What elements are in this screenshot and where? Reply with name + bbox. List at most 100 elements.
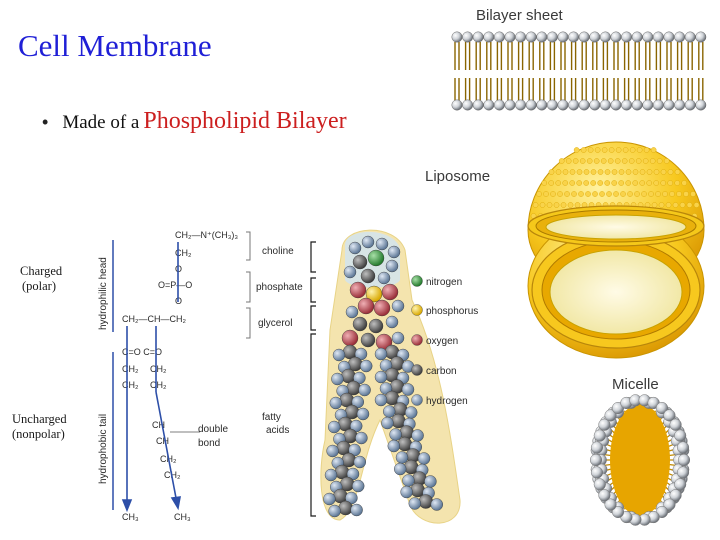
atom-H-73 — [387, 439, 400, 453]
atom-H-85 — [394, 462, 407, 476]
atom-H-89 — [324, 468, 338, 482]
atom-C-48 — [384, 390, 400, 406]
group-choline-label: choline — [262, 246, 294, 257]
atom-O-11 — [381, 283, 399, 301]
atom-H-103 — [408, 497, 421, 510]
legend-oxygen: oxygen — [426, 336, 458, 347]
atom-C-105 — [338, 500, 353, 516]
charged-label: Charged (polar) — [20, 264, 62, 294]
uncharged-line1: Uncharged — [12, 412, 67, 426]
hydrogen-swatch-icon — [411, 394, 423, 406]
atom-H-38 — [374, 370, 388, 384]
tail2-ch2-a: CH₂ — [150, 364, 167, 374]
charged-line2: (polar) — [22, 279, 57, 293]
atom-H-61 — [381, 416, 394, 430]
atom-H-82 — [353, 455, 366, 469]
atom-H-17 — [385, 315, 399, 329]
atom-C-96 — [410, 482, 425, 498]
bilayer-sheet — [451, 31, 707, 111]
atom-C-8 — [360, 268, 376, 284]
atom-C-84 — [404, 459, 419, 475]
bullet-dot: • — [42, 112, 49, 132]
ester-groups: C=O C=O — [122, 347, 162, 357]
atom-C-22 — [360, 332, 376, 348]
uncharged-line2: (nonpolar) — [12, 427, 65, 441]
hydrophobic-tail-axis-label: hydrophobic tail — [98, 414, 109, 484]
tail2-ch2-b: CH₂ — [150, 380, 167, 390]
atom-H-16 — [345, 305, 359, 319]
tail1-ch2-a: CH₂ — [122, 364, 139, 374]
atom-O-15 — [373, 299, 391, 317]
atom-H-2 — [348, 241, 362, 255]
fatty-acids-label-line2: acids — [266, 425, 289, 436]
oxygen-swatch-icon — [411, 334, 423, 346]
legend-carbon: carbon — [426, 366, 457, 377]
tail2-ch3: CH₃ — [174, 512, 191, 522]
atom-H-97 — [400, 485, 413, 499]
phospholipid-formula: hydrophilic head hydrophobic tail CH₂—N⁺… — [98, 230, 316, 522]
legend-nitrogen: nitrogen — [426, 277, 462, 288]
atom-H-92 — [424, 475, 437, 488]
atom-H-67 — [389, 428, 402, 441]
carbon-swatch-icon — [411, 364, 423, 376]
tail1-ch3: CH₃ — [122, 512, 139, 522]
tail2-ch-b: CH — [156, 436, 169, 446]
atom-H-53 — [329, 396, 342, 410]
atom-H-57 — [405, 406, 418, 419]
atom-H-65 — [328, 420, 341, 434]
atom-H-0 — [361, 235, 375, 249]
atom-H-94 — [352, 479, 365, 493]
atom-H-45 — [401, 383, 415, 396]
atom-O-20 — [341, 329, 359, 347]
phosphate-group: O=P—O — [158, 280, 192, 290]
atom-H-80 — [417, 452, 431, 465]
micelle-label: Micelle — [612, 376, 659, 393]
atom-H-107 — [328, 504, 341, 518]
atom-H-3 — [387, 245, 401, 259]
double-bond-label-line1: double — [198, 424, 228, 435]
double-bond-label-line2: bond — [198, 438, 220, 449]
atom-H-28 — [332, 348, 346, 362]
atom-H-101 — [323, 492, 336, 506]
tail1-ch2-b: CH₂ — [122, 380, 139, 390]
atom-C-81 — [341, 452, 356, 468]
atom-P-12 — [365, 285, 383, 303]
group-brackets — [246, 231, 251, 339]
atom-H-27 — [374, 347, 388, 361]
atom-C-60 — [391, 413, 406, 429]
nitrogen-swatch-icon — [411, 275, 423, 287]
bilayer-sheet-label: Bilayer sheet — [476, 7, 564, 24]
atom-H-1 — [375, 237, 389, 251]
tail2-ch-a: CH — [152, 420, 165, 430]
atom-H-33 — [360, 359, 373, 373]
atom-C-93 — [340, 476, 355, 492]
space-filling-model — [320, 229, 461, 524]
atom-H-106 — [350, 503, 363, 517]
atom-N-4 — [367, 249, 385, 267]
atom-H-68 — [411, 429, 424, 442]
atom-C-43 — [346, 380, 361, 396]
atom-H-21 — [391, 331, 405, 345]
slide-title: Cell Membrane — [18, 28, 212, 63]
atom-C-5 — [352, 254, 368, 270]
hydrophilic-head-axis-label: hydrophilic head — [98, 257, 109, 330]
atom-C-102 — [418, 494, 433, 509]
atom-H-7 — [343, 265, 357, 279]
phosphorus-swatch-icon — [411, 304, 423, 316]
legend-hydrogen: hydrogen — [426, 396, 468, 407]
atom-C-31 — [348, 356, 363, 372]
atom-H-70 — [355, 431, 368, 445]
atom-C-18 — [352, 316, 368, 332]
atom-H-55 — [383, 405, 396, 418]
atom-H-104 — [430, 498, 443, 511]
liposome-label: Liposome — [425, 168, 490, 185]
atom-C-72 — [397, 436, 412, 452]
atom-O-13 — [357, 297, 375, 315]
atom-C-19 — [368, 318, 384, 334]
glycerol-chain: CH₂—CH—CH₂ — [122, 314, 186, 324]
charged-line1: Charged — [20, 264, 63, 278]
atom-H-79 — [395, 451, 409, 464]
formula-arrows — [121, 242, 181, 513]
